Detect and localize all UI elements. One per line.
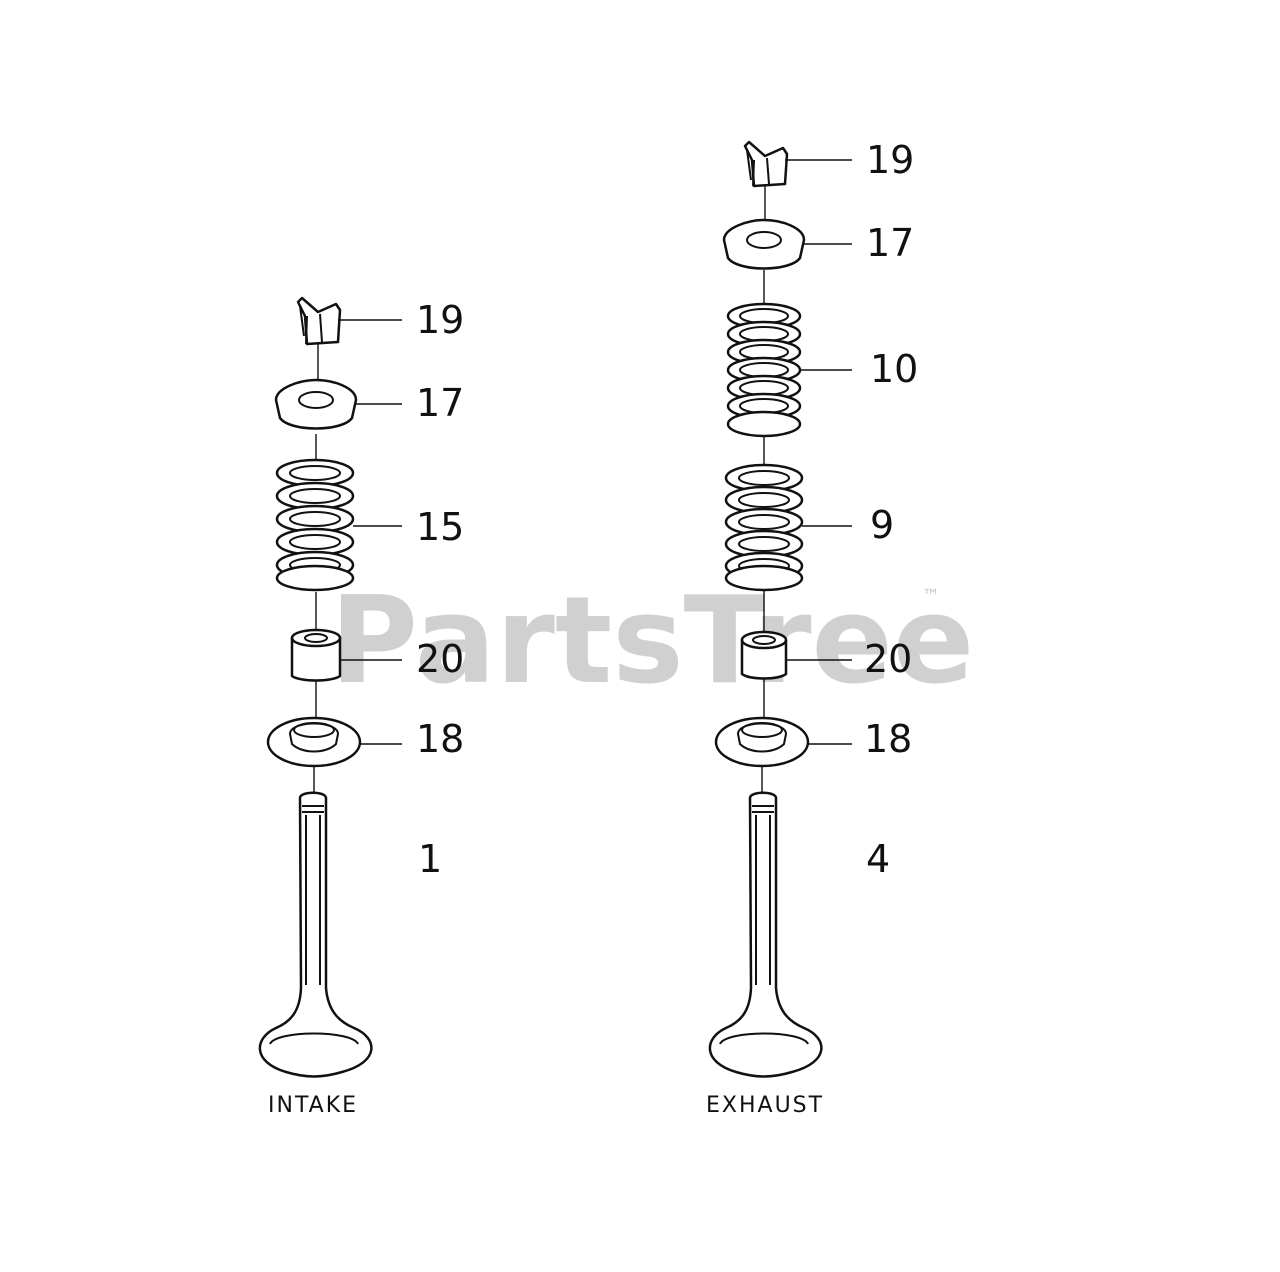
- intake-callout-20: 20: [416, 637, 464, 681]
- intake-valve-spring: [275, 458, 355, 592]
- intake-spring-retainer: [274, 378, 358, 430]
- intake-callout-1: 1: [418, 837, 442, 881]
- exhaust-valve-stem-seal: [740, 630, 788, 680]
- intake-valve-stem-seal: [290, 628, 342, 682]
- watermark-trademark: ™: [922, 586, 940, 607]
- intake-callout-17: 17: [416, 381, 464, 425]
- exhaust-callout-4: 4: [866, 837, 890, 881]
- exhaust-inner-valve-spring: [724, 463, 804, 592]
- exhaust-spring-seat: [714, 716, 810, 768]
- exhaust-valve: [708, 791, 823, 1078]
- exhaust-callout-18: 18: [864, 717, 912, 761]
- exhaust-callout-17: 17: [866, 221, 914, 265]
- intake-caption: INTAKE: [268, 1093, 358, 1118]
- intake-valve-keeper: [296, 296, 342, 346]
- intake-callout-15: 15: [416, 505, 464, 549]
- exhaust-outer-valve-spring: [726, 302, 802, 438]
- intake-callout-18: 18: [416, 717, 464, 761]
- exhaust-callout-10: 10: [870, 347, 918, 391]
- exhaust-caption: EXHAUST: [706, 1093, 824, 1118]
- intake-assembly: [258, 296, 402, 1078]
- intake-spring-seat: [266, 716, 362, 768]
- exhaust-valve-keeper: [743, 140, 789, 188]
- exhaust-callout-19: 19: [866, 138, 914, 182]
- intake-valve: [258, 791, 373, 1078]
- exhaust-spring-retainer: [722, 218, 806, 270]
- intake-callout-19: 19: [416, 298, 464, 342]
- exhaust-callout-9: 9: [870, 503, 894, 547]
- exhaust-assembly: [708, 140, 852, 1078]
- watermark: PartsTree: [330, 572, 974, 711]
- exhaust-callout-20: 20: [864, 637, 912, 681]
